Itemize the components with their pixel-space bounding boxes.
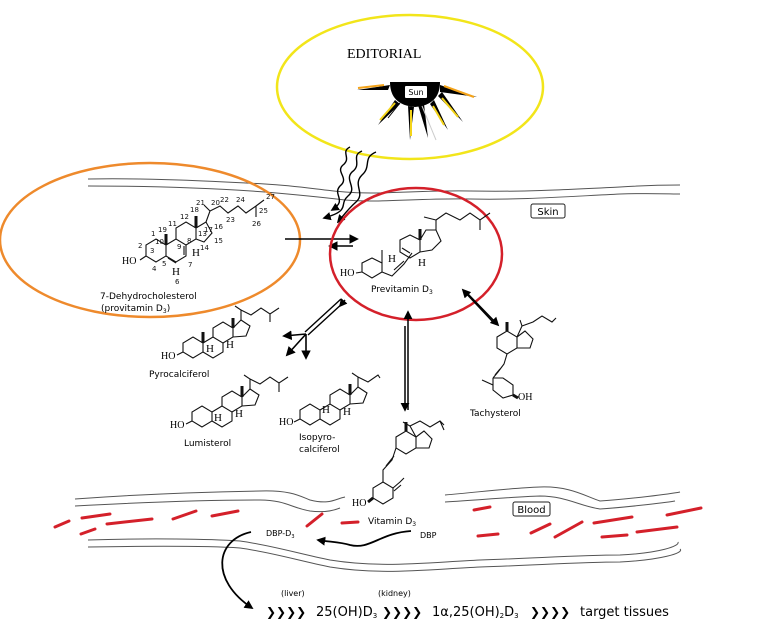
- chevron-arrow-1: ❯❯❯❯: [266, 605, 306, 619]
- transport-to-liver-arrow: [221, 531, 254, 609]
- h-label: H: [214, 412, 222, 424]
- pyrocalciferol-structure: HO H H: [161, 305, 280, 362]
- previtamin-name: Previtamin D3: [371, 285, 433, 296]
- metabolite-calcitriol: 1α,25(OH)2D3: [432, 605, 519, 620]
- carbon-number: 20: [211, 199, 220, 207]
- previtamin-d3-structure: HO H H: [340, 212, 491, 279]
- carbon-number: 11: [168, 220, 177, 228]
- carbon-number: 13: [198, 230, 207, 238]
- carbon-number: 7: [188, 261, 192, 269]
- provitamin-name: 7-Dehydrocholesterol: [100, 292, 197, 302]
- carbon-number: 21: [196, 199, 205, 207]
- h-label: H: [226, 339, 234, 351]
- dbp-d3-label: DBP-D3: [266, 529, 295, 540]
- h-label: H: [235, 408, 243, 420]
- metabolite-25ohd3: 25(OH)D3: [316, 605, 377, 620]
- h-label: H: [388, 253, 396, 265]
- red-blood-cells: [53, 505, 703, 539]
- vitamin-d3-name: Vitamin D3: [368, 517, 416, 528]
- carbon-number: 19: [158, 226, 167, 234]
- carbon-number: 2: [138, 242, 142, 250]
- carbon-number: 25: [259, 207, 268, 215]
- h-label: H: [343, 406, 351, 418]
- h-label-14: H: [192, 247, 200, 259]
- h-label: H: [206, 343, 214, 355]
- carbon-number: 12: [180, 213, 189, 221]
- carbon-number: 27: [266, 193, 275, 201]
- editorial-highlight-ellipse: [275, 13, 545, 161]
- chevron-arrow-2: ❯❯❯❯: [382, 605, 422, 619]
- skin-label-box: Skin: [530, 203, 566, 219]
- carbon-number: 23: [226, 216, 235, 224]
- vitamin-d3-structure: HO: [352, 420, 445, 509]
- liver-label: (liver): [281, 589, 305, 598]
- carbon-number: 18: [190, 206, 199, 214]
- lumisterol-structure: HO H H: [170, 374, 289, 431]
- carbon-number: 5: [162, 260, 166, 268]
- provitamin-highlight-ellipse: [0, 161, 302, 319]
- tachysterol-structure: OH: [481, 315, 557, 403]
- pyrocalciferol-name: Pyrocalciferol: [149, 370, 209, 380]
- carbon-number: 22: [220, 196, 229, 204]
- carbon-number: 6: [175, 278, 180, 286]
- blood-label-box: Blood: [512, 501, 551, 517]
- ho-label: HO: [352, 498, 366, 509]
- isopyrocalciferol-name-2: calciferol: [299, 445, 340, 455]
- sun-icon: Sun: [357, 82, 477, 141]
- ho-label: HO: [170, 420, 184, 431]
- carbon-number: 4: [152, 265, 157, 273]
- provitamin-alt-name: (provitamin D3): [101, 304, 170, 315]
- carbon-number: 16: [214, 223, 223, 231]
- carbon-number: 8: [187, 237, 191, 245]
- lumisterol-name: Lumisterol: [184, 439, 231, 449]
- carbon-number: 10: [155, 238, 164, 246]
- carbon-number: 9: [177, 243, 181, 251]
- metabolic-pathway: (liver) (kidney) ❯❯❯❯ 25(OH)D3 ❯❯❯❯ 1α,2…: [266, 589, 669, 620]
- carbon-number: 3: [150, 247, 154, 255]
- skin-membrane: [87, 178, 681, 202]
- ho-label: HO: [279, 417, 293, 428]
- carbon-number: 15: [214, 237, 223, 245]
- skin-label: Skin: [537, 207, 558, 218]
- carbon-number: 17: [204, 226, 213, 234]
- previtamin-highlight-ellipse: [328, 186, 504, 322]
- thermal-isomerization-arrows: [282, 298, 348, 360]
- oh-label: OH: [518, 392, 532, 403]
- isopyrocalciferol-structure: HO H H: [279, 372, 381, 428]
- editorial-title: EDITORIAL: [347, 47, 421, 62]
- kidney-label: (kidney): [378, 589, 411, 598]
- uv-radiation-arrows: [322, 146, 377, 224]
- 7-dehydrocholesterol-structure: HO H H 1 2 3 4 5 6 7 8 9 10 11 12 13 14 …: [122, 193, 275, 286]
- ho-label: HO: [340, 268, 354, 279]
- blood-vessel: [74, 486, 682, 572]
- carbon-number: 1: [151, 230, 155, 238]
- isopyrocalciferol-name-1: Isopyro-: [299, 433, 335, 443]
- equilibrium-arrow-provitamin-previtamin: [285, 234, 359, 251]
- dbp-label: DBP: [420, 531, 437, 540]
- h-label-9: H: [172, 266, 180, 278]
- carbon-number: 24: [236, 196, 245, 204]
- sun-label: Sun: [408, 88, 423, 97]
- ho-label: HO: [122, 256, 136, 267]
- tachysterol-name: Tachysterol: [469, 409, 521, 419]
- thermal-conversion-arrow: [400, 310, 413, 412]
- carbon-number: 14: [200, 244, 209, 252]
- dbp-binding-arrow: [316, 530, 412, 547]
- h-label: H: [418, 257, 426, 269]
- ho-label: HO: [161, 351, 175, 362]
- target-tissues-label: target tissues: [580, 605, 669, 620]
- blood-label: Blood: [517, 505, 545, 516]
- h-label: H: [322, 404, 330, 416]
- carbon-number: 26: [252, 220, 261, 228]
- chevron-arrow-3: ❯❯❯❯: [530, 605, 570, 619]
- equilibrium-arrow-previtamin-tachysterol: [461, 288, 500, 327]
